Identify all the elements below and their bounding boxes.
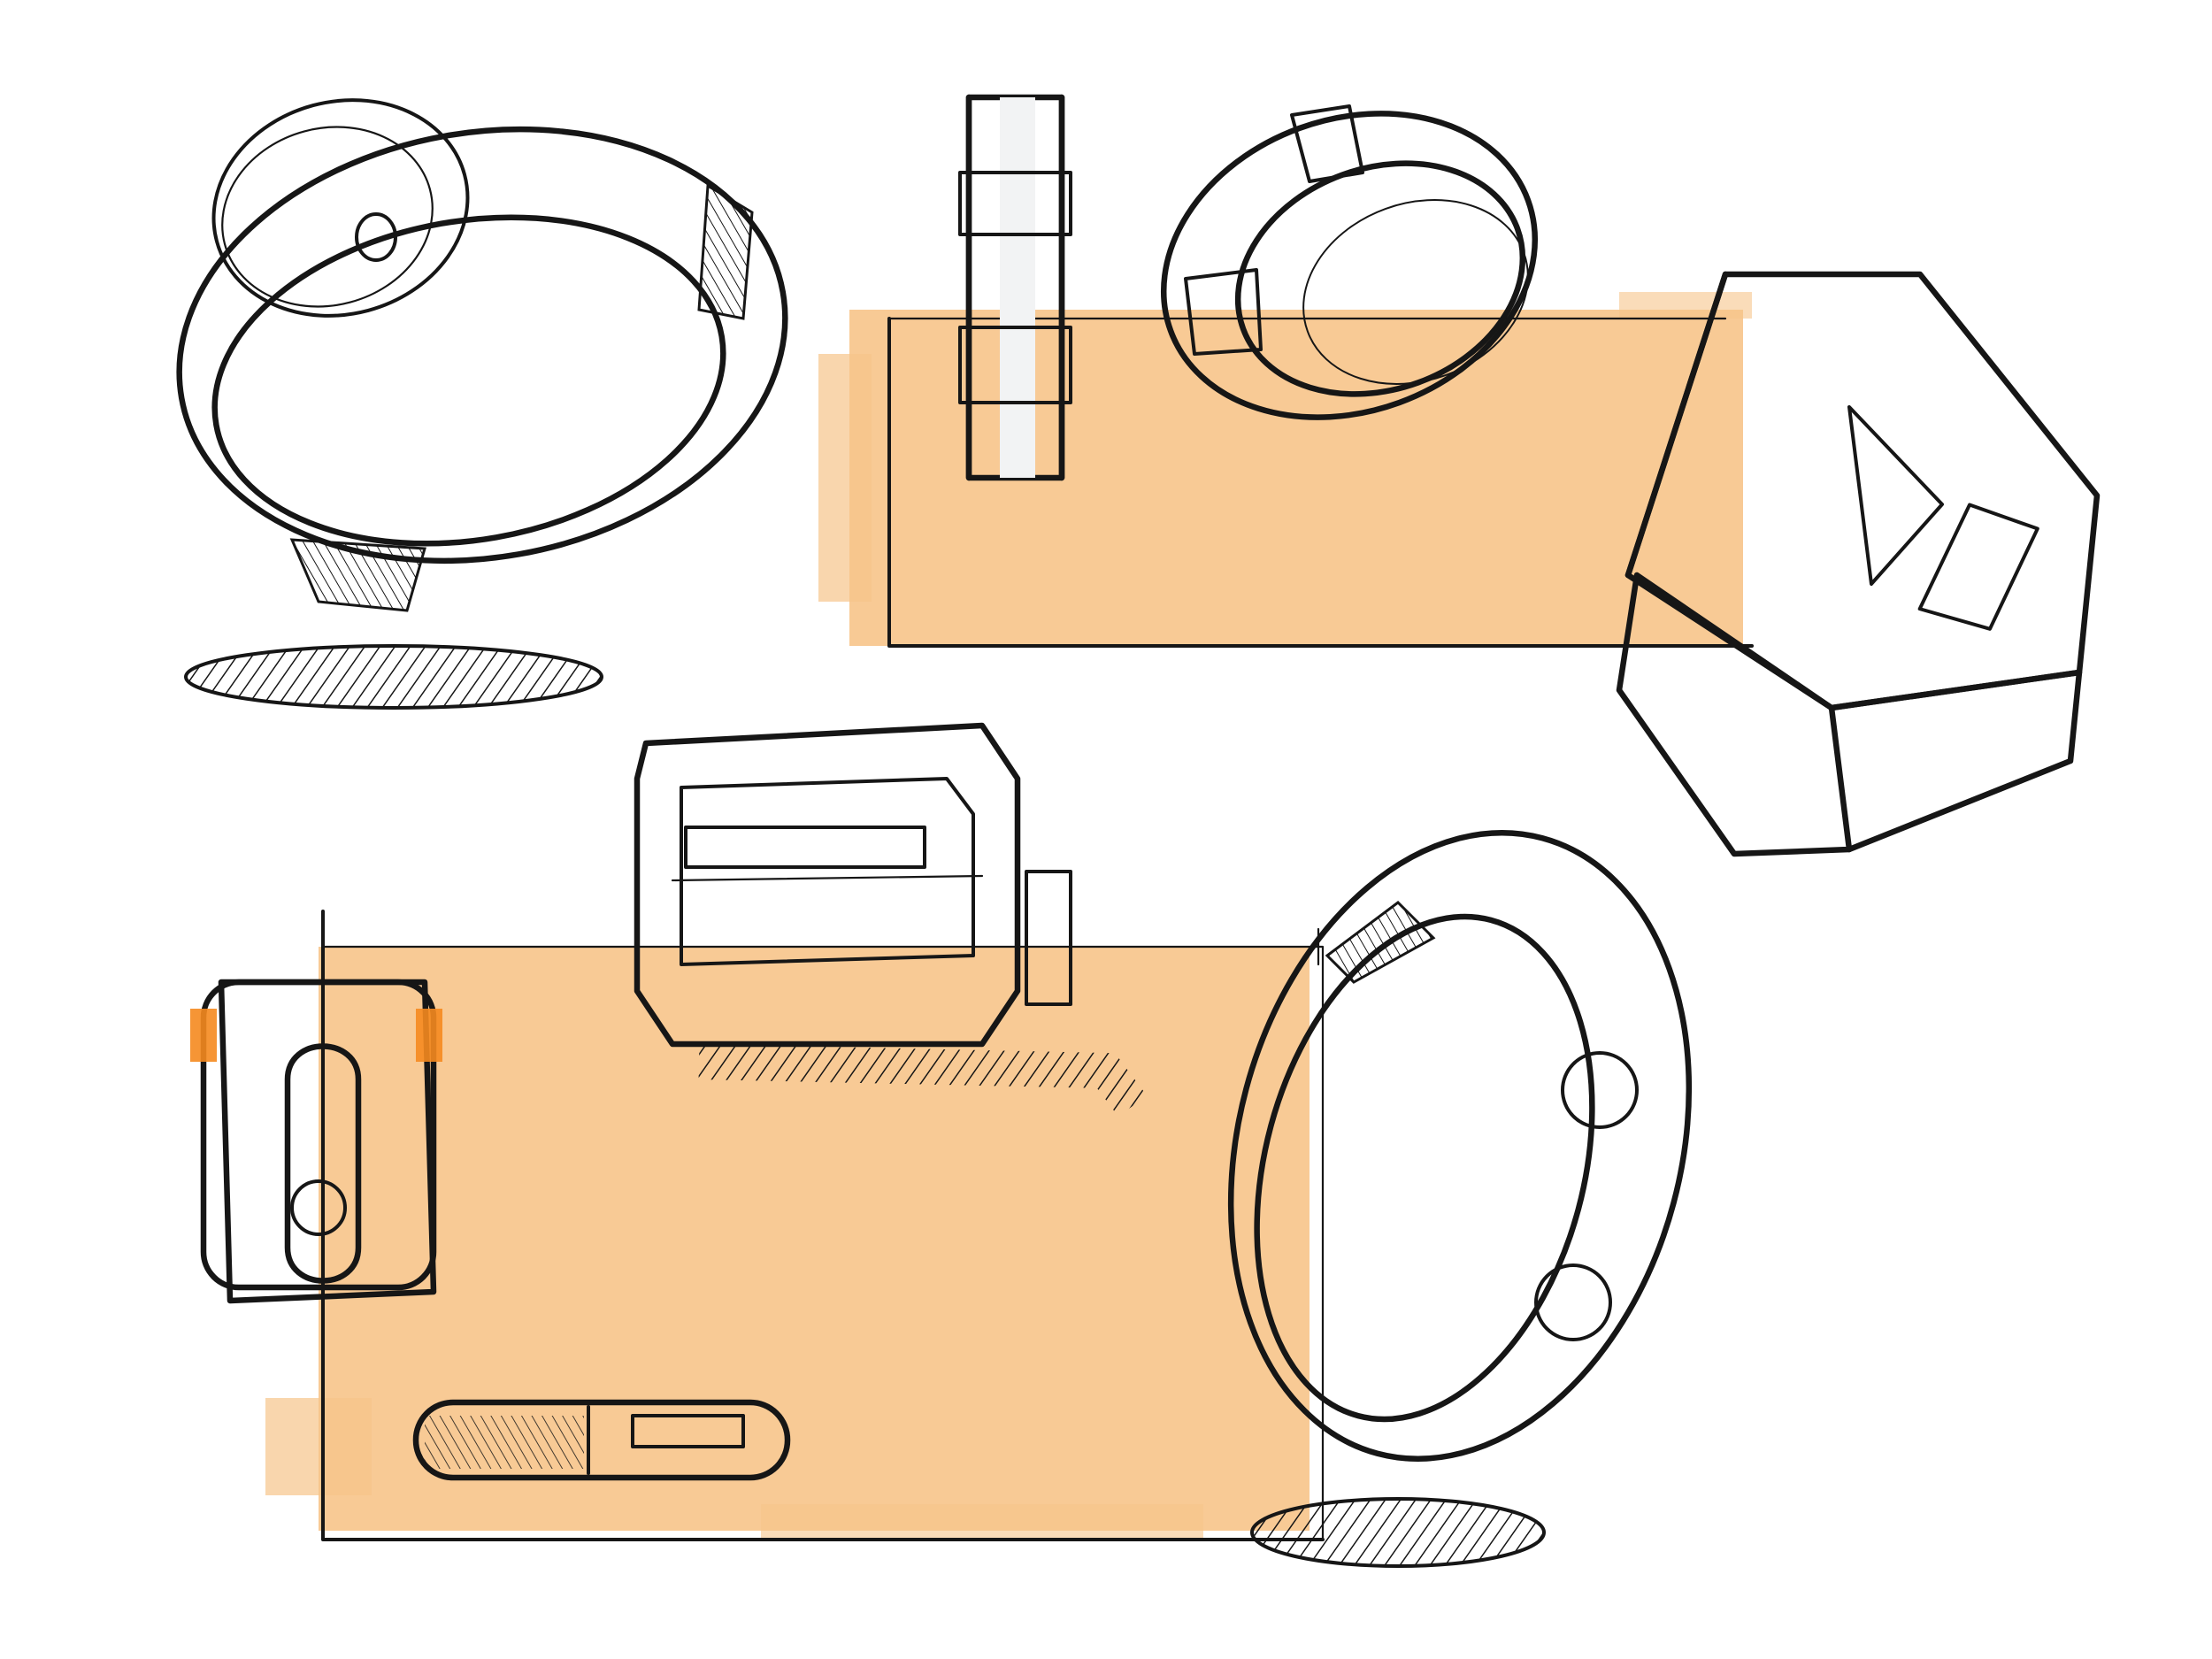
orange-strip-icon [1917, 503, 2039, 631]
orange-button-icon [290, 1179, 347, 1236]
orange-strip-window [684, 826, 926, 869]
orange-segment-side [1184, 268, 1263, 356]
orange-side-button [1025, 870, 1072, 1006]
orange-band-upper [958, 171, 1072, 236]
ring-top-view [190, 979, 442, 1304]
ring-shadow [1250, 1497, 1546, 1568]
ring-orange-segments [1160, 104, 1539, 420]
signet-ring-triangle [1616, 271, 2101, 857]
orange-band-lower [958, 326, 1072, 404]
boxy-ring-orange-strip [634, 722, 1147, 1117]
orange-button-upper-icon [1561, 1051, 1639, 1129]
ring-shadow [184, 644, 603, 710]
ring-side-profile [958, 94, 1072, 481]
triangle-emblem-icon [1847, 405, 1944, 586]
orange-slot-icon [631, 1414, 745, 1448]
orange-button-icon [355, 212, 397, 262]
slim-ring-side-view [412, 1399, 791, 1481]
orange-segment-top [1290, 104, 1364, 183]
orange-button-lower-icon [1534, 1263, 1612, 1341]
smart-ring-round-face [176, 98, 788, 710]
wide-band-ring-two-buttons [1227, 830, 1693, 1568]
